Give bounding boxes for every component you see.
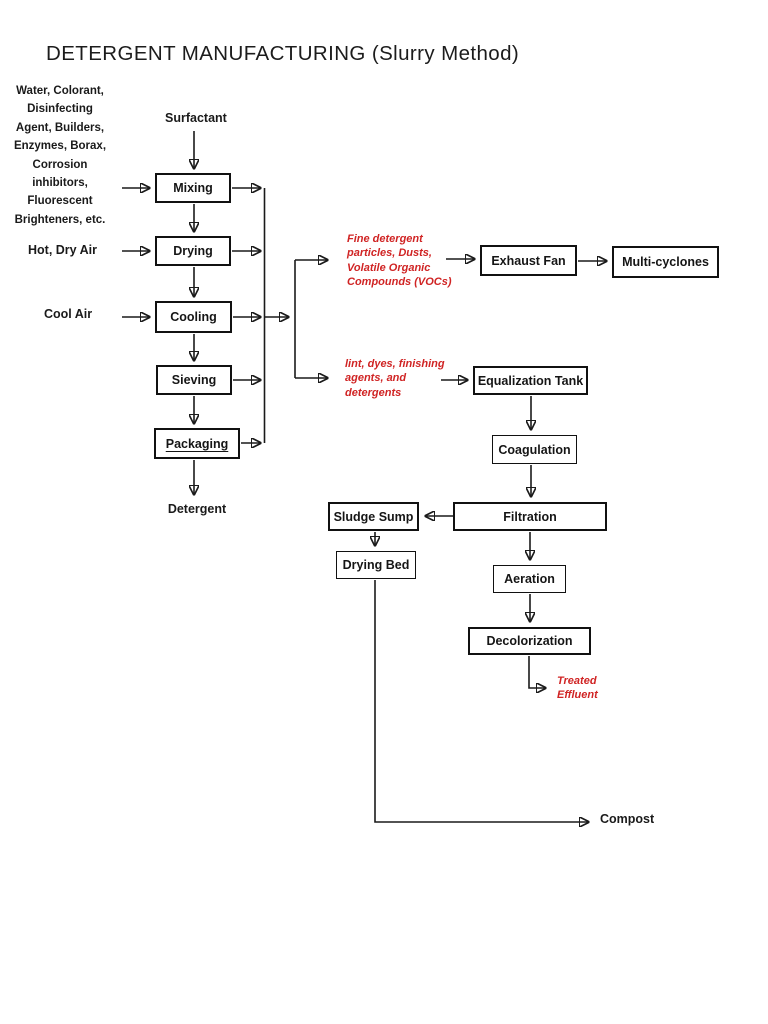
node-packaging: Packaging (154, 428, 240, 459)
wastewater-annotation: lint, dyes, finishing agents, and deterg… (345, 358, 445, 399)
node-aeration: Aeration (493, 565, 566, 593)
node-filtration: Filtration (453, 502, 607, 531)
emissions-annotation: Fine detergent particles, Dusts, Volatil… (347, 233, 452, 288)
node-drying: Drying (155, 236, 231, 266)
ingredients-label: Water, Colorant, Disinfecting Agent, Bui… (13, 85, 107, 226)
node-cooling: Cooling (155, 301, 232, 333)
node-exhaust-fan: Exhaust Fan (480, 245, 577, 276)
arrow-decolorization-to-treated-effluent (528, 656, 545, 688)
treated-effluent-annotation: Treated Effluent (557, 675, 598, 702)
node-multi-cyclones: Multi-cyclones (612, 246, 719, 278)
node-drying-bed: Drying Bed (336, 551, 416, 579)
compost-label: Compost (600, 812, 655, 826)
surfactant-label: Surfactant (165, 111, 227, 125)
detergent-label: Detergent (167, 502, 227, 516)
node-decolorization: Decolorization (468, 627, 591, 655)
cool-air-label: Cool Air (44, 307, 93, 321)
node-mixing: Mixing (155, 173, 231, 203)
node-coagulation: Coagulation (492, 435, 577, 464)
packaging-label: Packaging (165, 436, 229, 451)
node-sludge-sump: Sludge Sump (328, 502, 419, 531)
node-sieving: Sieving (156, 365, 232, 395)
node-equalization-tank: Equalization Tank (473, 366, 588, 395)
hot-dry-air-label: Hot, Dry Air (28, 243, 97, 257)
page-title: DETERGENT MANUFACTURING (Slurry Method) (46, 42, 520, 65)
